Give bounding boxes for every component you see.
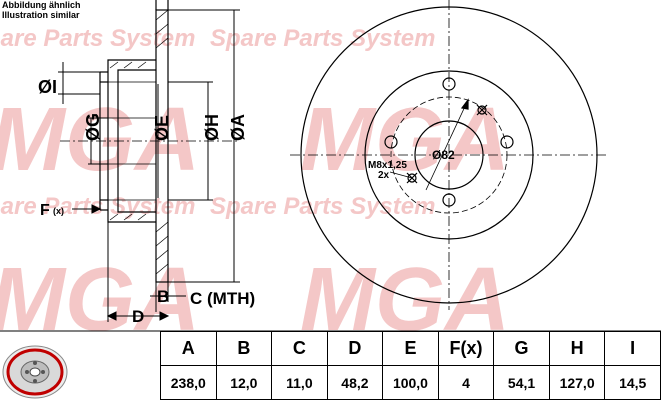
value-A: 238,0 (160, 365, 217, 400)
product-thumbnail (2, 345, 68, 399)
bolt-hole-right (500, 135, 514, 149)
watermark-text-2: Spare Parts System (210, 193, 435, 220)
label-B: B (157, 287, 169, 306)
header-G: G (493, 331, 550, 366)
watermark-text-3: Spare Parts System (0, 25, 195, 52)
header-C: C (271, 331, 328, 366)
label-thread-count: 2x (378, 170, 390, 181)
watermark-text-4: Spare Parts System (0, 193, 195, 220)
header-H: H (548, 331, 606, 366)
bolt-hole-top (442, 77, 456, 91)
watermark-text-1: Spare Parts System (210, 25, 435, 52)
friction-ring (155, 9, 169, 283)
label-G: ØG (83, 113, 103, 141)
header-E: E (382, 331, 439, 366)
dimensions (58, 9, 240, 322)
value-H: 127,0 (548, 365, 606, 400)
header-F: F(x) (437, 331, 495, 366)
header-A: A (160, 331, 217, 366)
label-F: F (40, 202, 50, 219)
note-de: Abbildung ähnlich (2, 0, 81, 10)
label-E: ØE (152, 115, 172, 141)
label-I: ØI (38, 77, 57, 97)
value-B: 12,0 (215, 365, 273, 400)
label-A: ØA (228, 114, 248, 141)
header-D: D (326, 331, 384, 366)
watermark-brand-1: MGA (300, 90, 510, 190)
header-B: B (215, 331, 273, 366)
front-labels: Ø82 M8x1,25 2x (368, 148, 455, 181)
header-I: I (604, 331, 661, 366)
value-F: 4 (437, 365, 495, 400)
spec-table: A B C D E F(x) G H I 238,0 12,0 11,0 48,… (160, 331, 661, 400)
bolt-hole-left (384, 135, 398, 149)
hat-outline (107, 59, 156, 223)
label-thread: M8x1,25 (368, 160, 407, 171)
thread-hole-1 (477, 105, 487, 115)
thread-hole-2 (407, 173, 417, 183)
label-C: C (MTH) (190, 289, 255, 308)
value-C: 11,0 (271, 365, 328, 400)
value-I: 14,5 (604, 365, 661, 400)
side-labels: ØI ØG ØE ØH ØA F (x) B C (MTH) D (38, 77, 255, 326)
label-F-sub: (x) (53, 206, 64, 216)
label-center: Ø82 (432, 148, 455, 162)
value-G: 54,1 (493, 365, 550, 400)
label-H: ØH (202, 114, 222, 141)
value-E: 100,0 (382, 365, 439, 400)
table-value-row: 238,0 12,0 11,0 48,2 100,0 4 54,1 127,0 … (160, 365, 661, 400)
front-view (290, 0, 608, 310)
note-en: Illustration similar (2, 10, 80, 20)
value-D: 48,2 (326, 365, 384, 400)
side-view (60, 0, 240, 283)
label-D: D (132, 307, 144, 326)
bolt-hole-bottom (442, 193, 456, 207)
table-header-row: A B C D E F(x) G H I (160, 331, 661, 366)
